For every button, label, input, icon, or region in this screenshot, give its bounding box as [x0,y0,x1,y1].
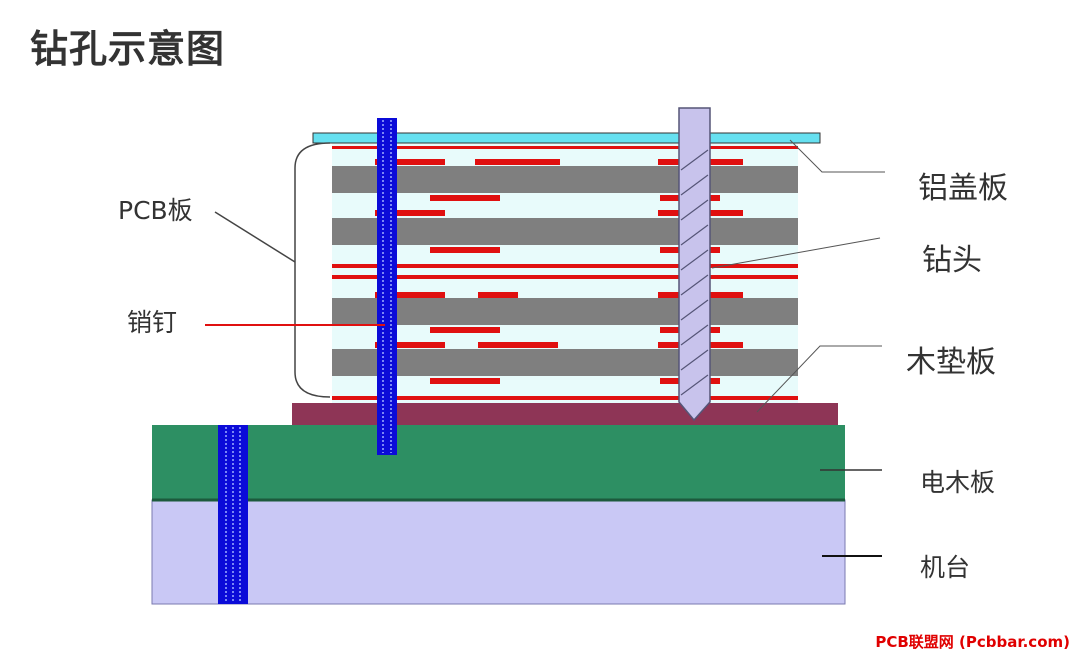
pin [377,118,397,455]
pcb-label: PCB板 [118,196,193,225]
wood-backer-leader-line [756,345,882,413]
copper-plane [332,264,798,268]
electric-wood-label: 电木板 [920,468,995,497]
electric-wood-board [152,425,845,500]
machine-table [151,499,846,605]
pcb-core-layer [332,349,798,376]
wood-backer-label: 木垫板 [906,345,996,380]
drill-leader-line [711,237,881,269]
aluminum-leader-line [789,139,885,173]
drill-bit [678,107,711,422]
pcb-core-layer [332,166,798,193]
pcb-stack [332,143,798,403]
copper-plane [332,146,798,149]
copper-plane [332,396,798,400]
aluminum-cover-plate [312,132,821,144]
wood-backer-board [292,403,838,425]
machine-table-label: 机台 [920,553,970,582]
watermark: PCB联盟网 (Pcbbar.com) [875,633,1070,651]
pcb-bracket [294,142,331,398]
pcb-core-layer [332,218,798,245]
drill-bit-label: 钻头 [922,243,982,278]
pcb-core-layer [332,298,798,325]
page-title: 钻孔示意图 [30,27,226,71]
pcb-leader-line [214,211,296,263]
pin-label: 销钉 [127,308,177,337]
table-pin [218,425,248,604]
aluminum-cover-label: 铝盖板 [918,171,1008,206]
copper-plane [332,275,798,279]
